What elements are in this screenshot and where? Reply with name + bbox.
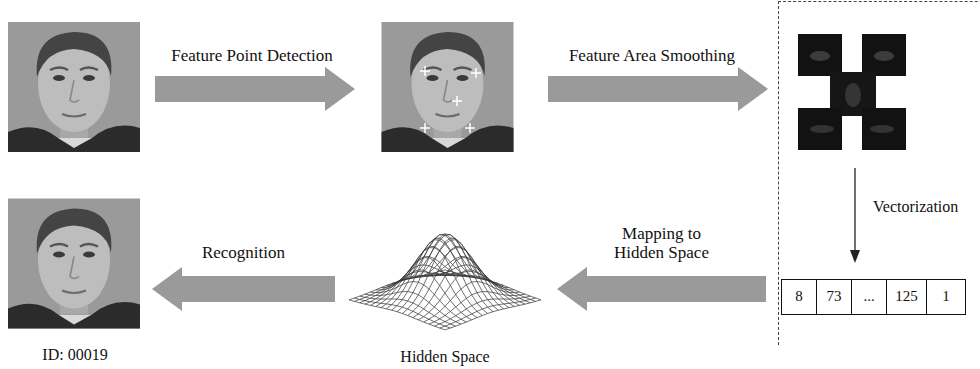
mesh-line [445,300,541,330]
mesh-line [370,281,466,322]
eye-patch [862,34,906,76]
image-node: Hidden Space [345,226,545,366]
feature-point [452,96,462,106]
mesh-line [392,238,488,313]
arrow-head [850,250,860,263]
mesh-line [360,296,456,326]
step-label: Recognition [202,243,285,263]
mouth-patch [862,108,906,150]
vector-value: 8 [795,288,803,305]
process-arrow [548,67,768,111]
feature-point [465,123,475,133]
mesh-line [429,292,525,325]
mesh-line [392,235,488,310]
edge-label-box: Mapping to Hidden Space [606,224,718,263]
vectorization-arrow [854,168,855,252]
process-arrow [557,267,766,311]
smoothed-feature-patches [798,34,906,150]
feature-point [420,123,430,133]
process-arrow [155,67,355,111]
process-arrow [152,267,335,311]
patch-detail [874,51,894,61]
image-node: ID: 00019 [8,196,142,364]
vector-value: 73 [827,288,842,305]
vector-cell: 125 [886,279,927,315]
patch-detail [810,51,830,61]
mesh-line [434,296,530,326]
edge-label-box: Recognition [174,243,314,263]
feature-point [471,68,481,78]
vector-region: Vectorization 8 73... 125 1 [778,1,980,345]
vector-cell: 8 [781,279,817,315]
vector-value: 1 [942,288,950,305]
vector-cell: 73 [816,279,852,315]
patch-detail [870,125,894,133]
step-label: Feature Area Smoothing [569,46,735,66]
face-photo [8,199,140,329]
vector-value: 125 [895,288,918,305]
gaussian-mesh [349,234,541,330]
mesh-line [402,235,498,310]
step-label: Feature Point Detection [171,46,332,66]
patch-detail [810,125,834,133]
mesh-line [424,281,520,322]
vector-cell: 1 [926,279,966,315]
feature-point-markers [420,66,481,133]
mesh-line [402,238,498,313]
feature-point [420,66,430,76]
face-photo [8,22,140,152]
patch-detail [845,83,861,107]
step-label: Mapping to Hidden Space [606,224,718,263]
step-label-box: Feature Area Smoothing [532,46,772,66]
vector-cell: ... [851,279,887,315]
mesh-line [354,298,450,328]
eye-patch [798,34,842,76]
node-label: ID: 00019 [42,346,107,364]
mesh-line [349,300,445,330]
mesh-line [365,292,461,325]
face-photo [382,22,514,152]
vector-value: ... [863,288,874,305]
step-label-box: Feature Point Detection [132,46,372,66]
node-label: Hidden Space [400,348,489,366]
node-label: Vectorization [873,198,958,216]
mouth-patch [798,108,842,150]
mesh-line [376,270,472,320]
mesh-line [440,298,536,328]
